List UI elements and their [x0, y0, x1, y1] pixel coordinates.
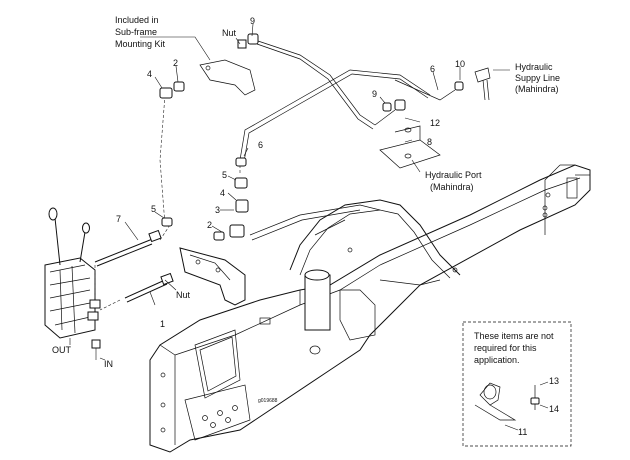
part-number-6b: 6	[258, 140, 263, 150]
included-label-2: Sub-frame	[115, 27, 157, 37]
part-number-10: 10	[455, 59, 465, 69]
control-valve	[44, 207, 101, 360]
supply-label-1: Hydraulic	[515, 62, 553, 72]
note-line-3: application.	[474, 355, 520, 365]
part-number-6a: 6	[430, 64, 435, 74]
drawing-id: g019688	[258, 398, 278, 404]
arched-bracket	[289, 199, 461, 341]
sub-frame	[149, 164, 591, 453]
port-label-2: (Mahindra)	[430, 182, 474, 192]
part-number-14: 14	[549, 404, 559, 414]
part-number-2b: 2	[207, 220, 212, 230]
note-line-1: These items are not	[474, 331, 554, 341]
included-label-3: Mounting Kit	[115, 39, 166, 49]
supply-label-3: (Mahindra)	[515, 84, 559, 94]
part-number-1: 1	[160, 319, 165, 329]
leader-lines	[69, 23, 510, 361]
not-required-inset	[462, 321, 572, 447]
nut-top-label: Nut	[222, 28, 237, 38]
out-label: OUT	[52, 345, 72, 355]
part-number-9b: 9	[372, 89, 377, 99]
cross-bracket	[179, 247, 246, 306]
part-number-13: 13	[549, 376, 559, 386]
part-number-5a: 5	[151, 204, 156, 214]
inset-note: These items are not required for this ap…	[474, 331, 554, 365]
part-number-9a: 9	[250, 16, 255, 26]
port-label-1: Hydraulic Port	[425, 170, 482, 180]
part-number-3: 3	[215, 205, 220, 215]
part-number-12: 12	[430, 118, 440, 128]
part-number-4a: 4	[147, 69, 152, 79]
fittings	[159, 33, 491, 241]
part-number-5b: 5	[222, 170, 227, 180]
included-label-1: Included in	[115, 15, 159, 25]
part-number-4b: 4	[220, 188, 225, 198]
in-label: IN	[104, 359, 113, 369]
nut-left-label: Nut	[176, 290, 191, 300]
part-number-8: 8	[427, 137, 432, 147]
supply-label-2: Suppy Line	[515, 73, 560, 83]
callout-labels: Included in Sub-frame Mounting Kit Nut N…	[52, 15, 560, 404]
part-numbers: 1 2 2 3 4 4 5 5 6 6 7 8 9 9 10 11 12 13 …	[116, 16, 559, 437]
part-number-7: 7	[116, 214, 121, 224]
part-number-11: 11	[518, 427, 527, 437]
note-line-2: required for this	[474, 343, 537, 353]
part-number-2a: 2	[173, 58, 178, 68]
hose-lines	[94, 39, 456, 311]
